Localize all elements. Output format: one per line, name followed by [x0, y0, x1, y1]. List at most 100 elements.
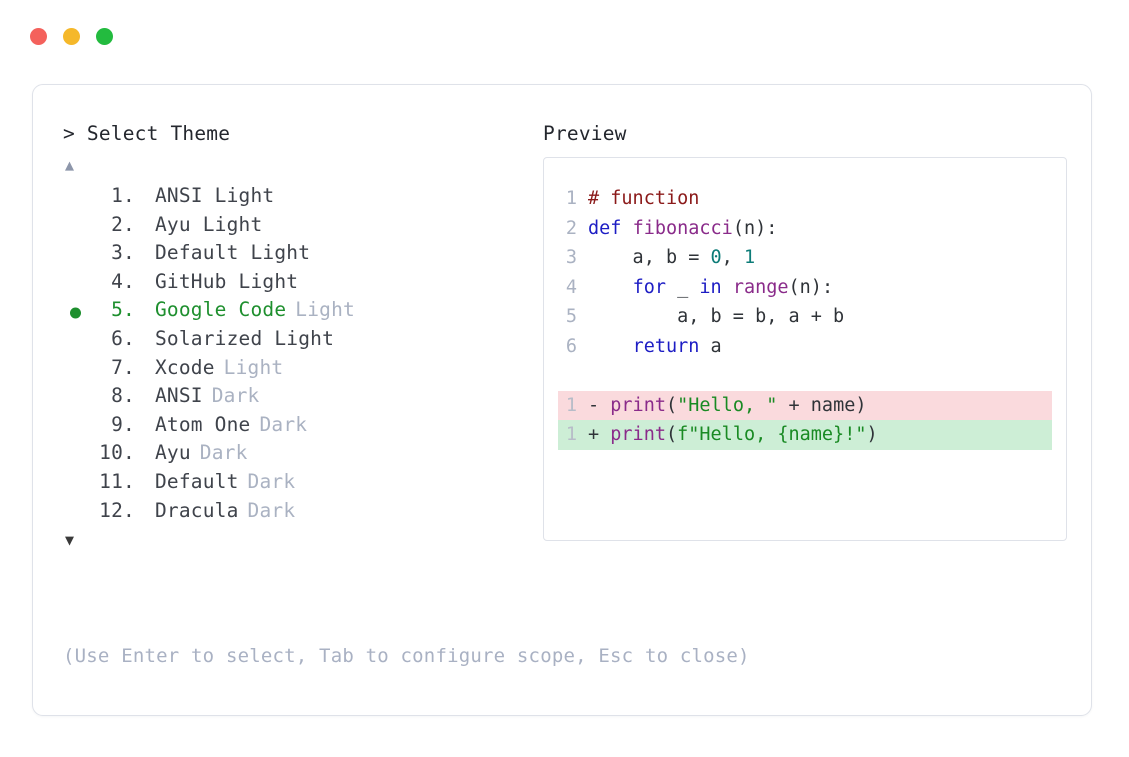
- code-token: [588, 277, 633, 298]
- theme-item-name: Solarized Light: [154, 326, 335, 350]
- theme-list-item[interactable]: 2. Ayu Light: [63, 213, 533, 242]
- selection-bullet-cell: [63, 384, 93, 413]
- theme-item-index-gap: [135, 184, 155, 207]
- theme-item-index: 10.: [99, 441, 135, 465]
- code-token: f"Hello, {name}!": [677, 424, 867, 445]
- code-token: a: [699, 335, 722, 357]
- scroll-up-icon[interactable]: ▲: [65, 156, 75, 174]
- selection-bullet-cell: [63, 241, 93, 270]
- theme-item-name: GitHub Light: [154, 269, 299, 293]
- page-title: > Select Theme: [63, 119, 533, 149]
- code-line-text: - print("Hello, " + name): [588, 391, 866, 421]
- theme-list-item[interactable]: 4. GitHub Light: [63, 270, 533, 299]
- theme-item-index: 8.: [111, 384, 135, 408]
- code-token: [722, 277, 733, 298]
- code-token: def: [588, 217, 622, 239]
- code-line-text: return a: [588, 332, 722, 362]
- theme-list-item[interactable]: 3. Default Light: [63, 241, 533, 270]
- selection-bullet-cell: [63, 270, 93, 299]
- theme-item-variant: Dark: [199, 441, 248, 465]
- selection-bullet-cell: [63, 356, 93, 385]
- theme-item-index: 11.: [99, 469, 135, 493]
- theme-item-variant: Light: [223, 355, 284, 379]
- theme-item-index: 12.: [99, 498, 135, 522]
- theme-item-variant: Dark: [211, 384, 260, 408]
- code-token: +: [588, 424, 611, 445]
- theme-item-index: 2.: [111, 212, 135, 236]
- theme-list-item[interactable]: 12. Dracula Dark: [63, 499, 533, 528]
- selection-bullet-cell: [63, 213, 93, 242]
- code-line-number: 4: [565, 276, 577, 298]
- theme-item-name: Ayu Light: [154, 212, 263, 236]
- theme-item-index: 7.: [111, 355, 135, 379]
- code-token: for: [632, 276, 666, 298]
- code-line: 6 return a: [558, 332, 1052, 362]
- theme-item-name: Atom One: [154, 412, 251, 436]
- code-line-number: 5: [565, 306, 577, 327]
- theme-list-item[interactable]: 7. Xcode Light: [63, 356, 533, 385]
- selection-bullet-cell: [63, 184, 93, 213]
- preview-label: Preview: [543, 122, 627, 145]
- code-token: return: [632, 335, 700, 357]
- selection-bullet-cell: [63, 413, 93, 442]
- code-token: _: [665, 276, 700, 298]
- theme-list-item[interactable]: 8. ANSI Dark: [63, 384, 533, 413]
- code-token: in: [699, 276, 722, 298]
- code-line-text: + print(f"Hello, {name}!"): [588, 420, 878, 450]
- maximize-window-button[interactable]: [96, 28, 113, 45]
- code-token: [588, 336, 633, 357]
- selection-bullet-cell: [63, 441, 93, 470]
- close-window-button[interactable]: [30, 28, 47, 45]
- code-line-number: 1: [565, 424, 577, 445]
- code-token: range: [732, 276, 789, 298]
- code-line-number: 1: [565, 394, 577, 416]
- code-token: fibonacci: [632, 217, 733, 239]
- theme-item-index-gap: [135, 213, 155, 236]
- page-title-text: Select Theme: [86, 122, 231, 145]
- code-token: ): [866, 424, 878, 445]
- code-line-number: 2: [565, 217, 577, 239]
- selection-bullet-cell: [63, 298, 93, 327]
- code-line-text: a, b = b, a + b: [588, 302, 844, 332]
- minimize-window-button[interactable]: [63, 28, 80, 45]
- theme-item-index-gap: [135, 270, 155, 293]
- theme-item-index-gap: [135, 298, 155, 321]
- theme-item-name: ANSI: [154, 384, 203, 408]
- code-line-text: for _ in range(n):: [588, 273, 834, 303]
- theme-item-index: 6.: [111, 326, 135, 350]
- theme-item-name: Xcode: [154, 355, 215, 379]
- selection-bullet-cell: [63, 470, 93, 499]
- theme-item-index: 4.: [111, 269, 135, 293]
- code-line-text: a, b = 0, 1: [588, 243, 756, 273]
- code-token: 1: [743, 247, 756, 268]
- code-line-added: 1 + print(f"Hello, {name}!"): [558, 420, 1052, 450]
- theme-item-name: Default: [154, 469, 239, 493]
- theme-list-item[interactable]: 6. Solarized Light: [63, 327, 533, 356]
- code-line-text: # function: [588, 184, 699, 214]
- selection-bullet-cell: [63, 499, 93, 528]
- theme-item-index: 5.: [111, 298, 135, 322]
- code-token: (: [665, 394, 678, 416]
- keyboard-hint: (Use Enter to select, Tab to configure s…: [63, 645, 750, 667]
- code-token: print: [610, 424, 666, 445]
- code-line-text: def fibonacci(n):: [588, 214, 777, 244]
- theme-item-index-gap: [135, 413, 155, 436]
- code-line: 1# function: [558, 184, 1052, 214]
- theme-item-variant: Dark: [247, 498, 296, 522]
- code-line: 5 a, b = b, a + b: [558, 302, 1052, 332]
- code-token: (: [665, 424, 678, 445]
- theme-list-item[interactable]: 1. ANSI Light: [63, 184, 533, 213]
- scroll-down-icon[interactable]: ▼: [65, 531, 75, 550]
- theme-item-variant: Light: [295, 298, 355, 322]
- theme-item-name: Dracula: [154, 498, 239, 522]
